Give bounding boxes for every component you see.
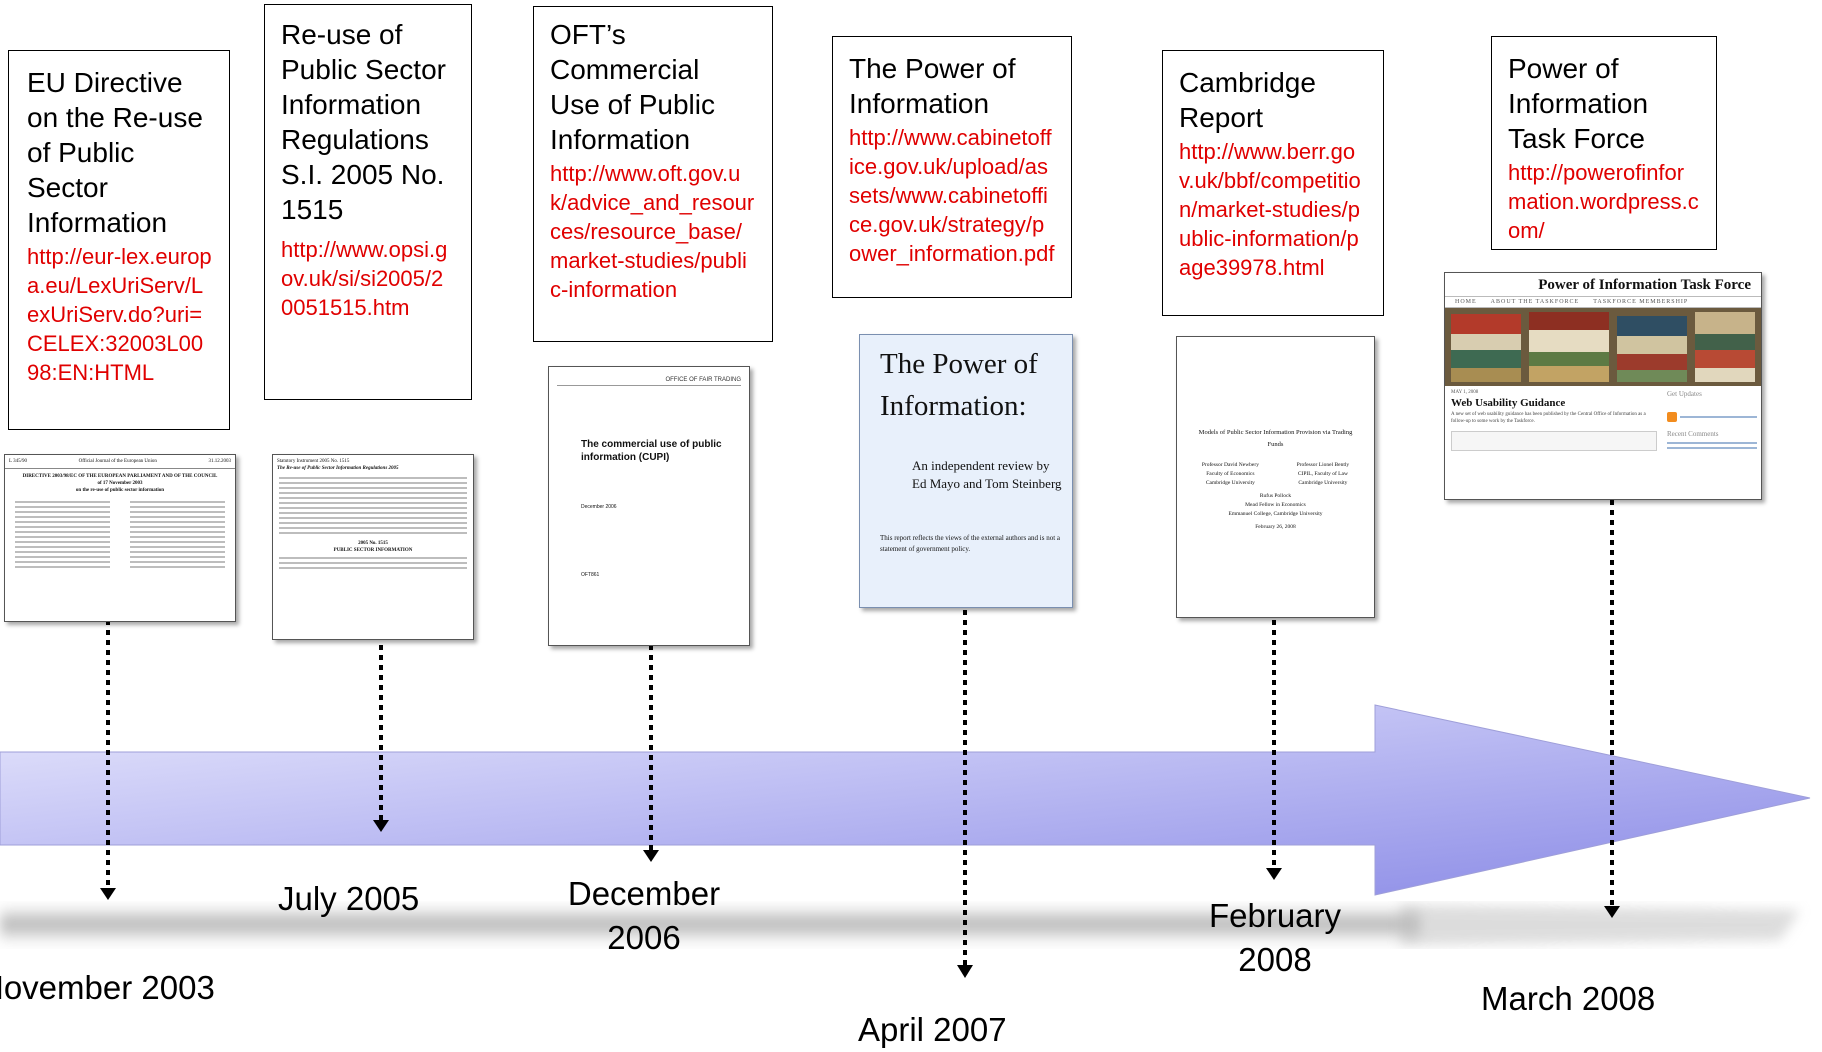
doc-author: Professor Lionel Bently	[1296, 462, 1350, 468]
doc-affiliation: Faculty of Economics	[1206, 471, 1255, 477]
event-link[interactable]: http://www.oft.gov.uk/advice_and_resourc…	[550, 161, 755, 302]
doc-office: OFFICE OF FAIR TRADING	[665, 377, 741, 383]
doc-heading: DIRECTIVE 2003/98/EC OF THE EUROPEAN PAR…	[22, 474, 218, 479]
date-label: April 2007	[858, 1011, 1007, 1048]
timeline-shadow	[0, 905, 1800, 945]
doc-author: Professor David Newbery	[1201, 462, 1259, 468]
blog-post-date: MAY 1, 2008	[1451, 390, 1479, 395]
doc-subtitle: An independent review by Ed Mayo and Tom…	[912, 458, 1062, 491]
doc-header-right: 31.12.2003	[208, 459, 232, 464]
doc-series: Statutory Instrument 2005 No. 1515	[277, 459, 350, 464]
event-box-oft-report: OFT’s Commercial Use of Public Informati…	[533, 6, 773, 342]
event-box-cambridge-report: Cambridge Report http://www.berr.gov.uk/…	[1162, 50, 1384, 316]
thumbnail-psi-regulations: Statutory Instrument 2005 No. 1515 The R…	[272, 454, 474, 640]
event-title: The Power of Information	[849, 53, 1016, 119]
doc-affiliation: CIPIL, Faculty of Law	[1297, 471, 1348, 477]
event-box-eu-directive: EU Directive on the Re-use of Public Sec…	[8, 50, 230, 430]
rss-icon[interactable]	[1667, 412, 1677, 422]
event-link[interactable]: http://www.cabinetoffice.gov.uk/upload/a…	[849, 125, 1055, 266]
timeline-arrow	[0, 704, 1811, 896]
doc-college: Emmanuel College, Cambridge University	[1228, 511, 1323, 517]
event-title: OFT’s Commercial Use of Public Informati…	[550, 19, 715, 155]
doc-number: 2005 No. 1515	[358, 541, 388, 546]
books-banner-image	[1445, 308, 1761, 386]
doc-subject: on the re-use of public sector informati…	[75, 488, 165, 493]
thumbnail-eu-directive: L 345/90 Official Journal of the Europea…	[4, 454, 236, 622]
doc-date: of 17 November 2003	[97, 481, 143, 486]
event-title: Power of Information Task Force	[1508, 53, 1649, 154]
blog-side-heading-comments: Recent Comments	[1667, 430, 1719, 438]
doc-heading: PUBLIC SECTOR INFORMATION	[333, 548, 413, 553]
doc-university: Cambridge University	[1298, 480, 1348, 486]
doc-title: Models of Public Sector Information Prov…	[1198, 429, 1353, 448]
event-title: Cambridge Report	[1179, 67, 1316, 133]
event-title: Re-use of Public Sector Information Regu…	[281, 19, 446, 225]
blog-nav-home[interactable]: HOME	[1455, 299, 1477, 305]
date-label: February 2008	[1208, 897, 1342, 978]
doc-title: The Power of Information:	[880, 348, 1038, 422]
blog-post-text: A new set of web usability guidance has …	[1451, 412, 1646, 424]
doc-affiliation: Mead Fellow in Economics	[1245, 502, 1306, 508]
event-link[interactable]: http://powerofinformation.wordpress.com/	[1508, 160, 1699, 243]
doc-author: Rufus Pollock	[1259, 493, 1292, 499]
event-box-task-force: Power of Information Task Force http://p…	[1491, 36, 1717, 250]
blog-side-heading-updates: Get Updates	[1667, 390, 1702, 398]
doc-note: This report reflects the views of the ex…	[880, 534, 1060, 553]
doc-header-mid: Official Journal of the European Union	[78, 459, 157, 464]
doc-title: The commercial use of public information…	[581, 439, 722, 463]
event-box-psi-regulations: Re-use of Public Sector Information Regu…	[264, 4, 472, 400]
doc-title: The Re-use of Public Sector Information …	[277, 466, 399, 471]
event-title: EU Directive on the Re-use of Public Sec…	[27, 67, 203, 238]
blog-post-title[interactable]: Web Usability Guidance	[1451, 397, 1566, 409]
date-label: December 2006	[567, 875, 721, 956]
event-link[interactable]: http://www.berr.gov.uk/bbf/competition/m…	[1179, 139, 1361, 280]
doc-ref: December 2006	[581, 504, 617, 510]
doc-code: OFT861	[581, 572, 600, 578]
thumbnail-power-of-information: The Power of Information: An independent…	[859, 334, 1073, 608]
blog-nav-about[interactable]: ABOUT THE TASKFORCE	[1490, 299, 1580, 305]
blog-site-title: Power of Information Task Force	[1538, 277, 1751, 293]
thumbnail-oft-report: OFFICE OF FAIR TRADING The commercial us…	[548, 366, 750, 646]
blog-nav-membership[interactable]: TASKFORCE MEMBERSHIP	[1593, 299, 1689, 305]
doc-date: February 26, 2008	[1255, 524, 1296, 530]
event-box-power-of-information: The Power of Information http://www.cabi…	[832, 36, 1072, 298]
event-link[interactable]: http://eur-lex.europa.eu/LexUriServ/LexU…	[27, 244, 212, 385]
thumbnail-task-force-blog: Power of Information Task Force HOME ABO…	[1444, 272, 1762, 500]
thumbnail-cambridge-report: Models of Public Sector Information Prov…	[1176, 336, 1375, 618]
event-link[interactable]: http://www.opsi.gov.uk/si/si2005/2005151…	[281, 237, 448, 320]
date-label: November 2003	[0, 969, 215, 1006]
date-label: July 2005	[278, 880, 420, 917]
doc-header-left: L 345/90	[9, 459, 28, 464]
date-label: March 2008	[1481, 980, 1656, 1017]
doc-university: Cambridge University	[1205, 480, 1255, 486]
connectors	[100, 500, 1620, 978]
